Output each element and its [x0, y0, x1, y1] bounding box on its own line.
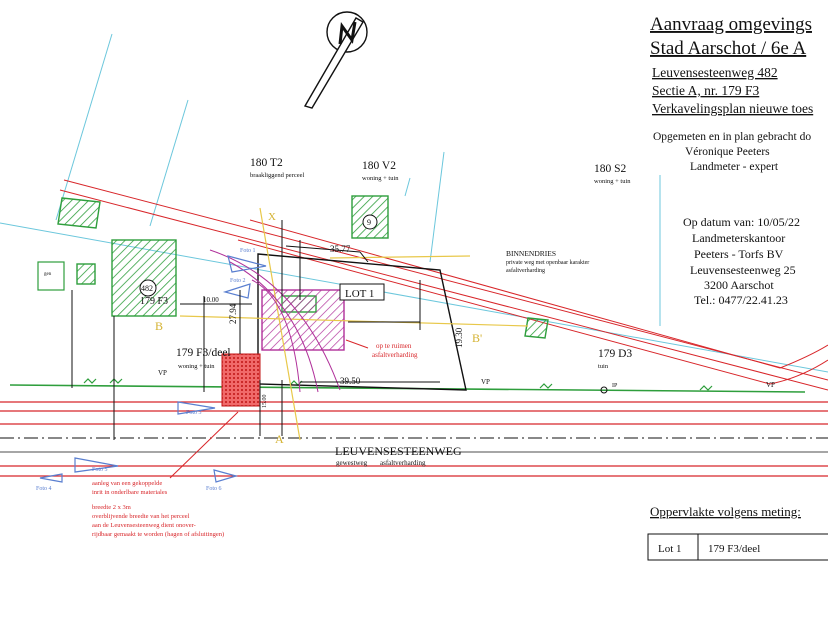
- ip-point-icon: [600, 386, 608, 394]
- photo-label-5: Foto 5: [92, 467, 108, 473]
- binnendries-road: [59, 179, 828, 391]
- dimension-39-50: 39.50: [340, 376, 361, 386]
- office-date: Op datum van: 10/05/22: [683, 215, 800, 229]
- office-firm: Peeters - Torfs BV: [694, 247, 784, 261]
- marker-b-prime: B': [472, 331, 482, 345]
- parcel-180s2-desc: woning + tuin: [594, 178, 631, 185]
- area-table: [647, 533, 828, 561]
- note-remove-1: op te ruimen: [376, 342, 412, 350]
- dimension-19-30: 19.30: [454, 327, 464, 348]
- binnendries-line2: asfaltverharding: [506, 267, 545, 274]
- driveway-area: [221, 353, 261, 407]
- ip-marker: IP: [612, 383, 618, 389]
- measured-by: Opgemeten en in plan gebracht do: [653, 131, 811, 143]
- lot-label-box: [339, 283, 385, 301]
- garage-outline: [37, 261, 65, 291]
- marker-a: A: [275, 432, 284, 446]
- title-address: Leuvensesteenweg 482: [652, 65, 778, 80]
- title-section: Sectie A, nr. 179 F3: [652, 83, 759, 98]
- parcel-180t2: 180 T2: [250, 157, 283, 169]
- office-phone: Tel.: 0477/22.41.23: [694, 293, 788, 307]
- view-arcs: [209, 249, 341, 393]
- photo-label-3: Foto 3: [186, 410, 202, 416]
- area-row-parcel: 179 F3/deel: [708, 543, 760, 555]
- marker-b: B: [155, 319, 163, 333]
- binnendries-name: BINNENDRIES: [506, 249, 556, 258]
- office-name: Landmeterskantoor: [692, 231, 785, 245]
- note-driveway-1: aanleg van een gekoppelde: [92, 480, 162, 487]
- lot-1-boundary: [257, 253, 467, 391]
- garage-label: gen: [44, 272, 52, 277]
- driveway-leader: [169, 411, 239, 479]
- binnendries-line1: private weg met openbaar karakter: [506, 260, 589, 266]
- area-row-lot: Lot 1: [658, 543, 682, 555]
- note-driveway-5: aan de Leuvensesteenweg dient onover-: [92, 522, 196, 529]
- title-line-1: Aanvraag omgevings: [650, 14, 812, 35]
- house-number-482-circle: [139, 279, 157, 297]
- vp-marker-2: VP: [481, 378, 490, 386]
- photo-arrows: [39, 255, 267, 483]
- dimension-15-00: 15.00: [262, 395, 268, 409]
- parcel-179f3: 179 F3: [140, 296, 168, 307]
- lot-label: LOT 1: [345, 288, 374, 300]
- house-number-482: 482: [141, 284, 153, 293]
- photo-label-2: Foto 2: [230, 278, 246, 284]
- removal-leader: [345, 339, 369, 349]
- hedge-line: [9, 378, 806, 393]
- surveyor-name: Véronique Peeters: [685, 146, 770, 158]
- marker-x: X: [268, 211, 276, 223]
- parcel-179d3-desc: tuin: [598, 363, 609, 370]
- note-driveway-3: breedte 2 x 3m: [92, 504, 131, 511]
- parcel-179d3: 179 D3: [598, 348, 632, 360]
- photo-label-1: Foto 1: [240, 248, 256, 254]
- house-number-9-circle: [362, 214, 378, 230]
- building-lines: [179, 207, 529, 441]
- note-driveway-4: overblijvende breedte van het perceel: [92, 513, 190, 520]
- office-city: 3200 Aarschot: [704, 278, 774, 292]
- parcel-179f3-deel: 179 F3/deel: [176, 347, 231, 359]
- road-name: LEUVENSESTEENWEG: [335, 444, 462, 458]
- dimension-10-00: 10.00: [203, 296, 219, 304]
- vp-marker-1: VP: [158, 369, 167, 377]
- note-driveway-2: inrit in onderlbare materiales: [92, 489, 168, 496]
- photo-label-4: Foto 4: [36, 486, 52, 492]
- house-number-9: 9: [367, 218, 371, 227]
- note-driveway-6: rijdbaar gemaakt te worden (hagen of afs…: [92, 531, 224, 538]
- dimension-35-77: 35.77: [330, 244, 351, 254]
- parcel-179f3-deel-desc: woning + tuin: [178, 363, 215, 370]
- area-title: Oppervlakte volgens meting:: [650, 504, 801, 519]
- vp-marker-3: VP: [766, 381, 775, 389]
- parcel-180t2-desc: braakliggend perceel: [250, 172, 305, 179]
- office-street: Leuvensesteenweg 25: [690, 263, 796, 277]
- note-remove-2: asfaltverharding: [372, 351, 418, 359]
- parcel-180v2: 180 V2: [362, 160, 396, 172]
- parcel-180s2: 180 S2: [594, 163, 627, 175]
- parcel-180v2-desc: woning + tuin: [362, 175, 399, 182]
- dimension-27-94: 27.94: [228, 303, 238, 324]
- north-arrow-icon: [303, 11, 368, 109]
- title-plan-type: Verkavelingsplan nieuwe toes: [652, 101, 813, 116]
- surveyor-role: Landmeter - expert: [690, 161, 779, 173]
- photo-label-6: Foto 6: [206, 486, 222, 492]
- leuvensesteenweg-road: [0, 401, 828, 477]
- road-surface: asfaltverharding: [380, 459, 426, 467]
- title-line-2: Stad Aarschot / 6e A: [650, 38, 806, 59]
- road-type: gewestweg: [336, 459, 368, 467]
- dimension-lines: [71, 220, 440, 440]
